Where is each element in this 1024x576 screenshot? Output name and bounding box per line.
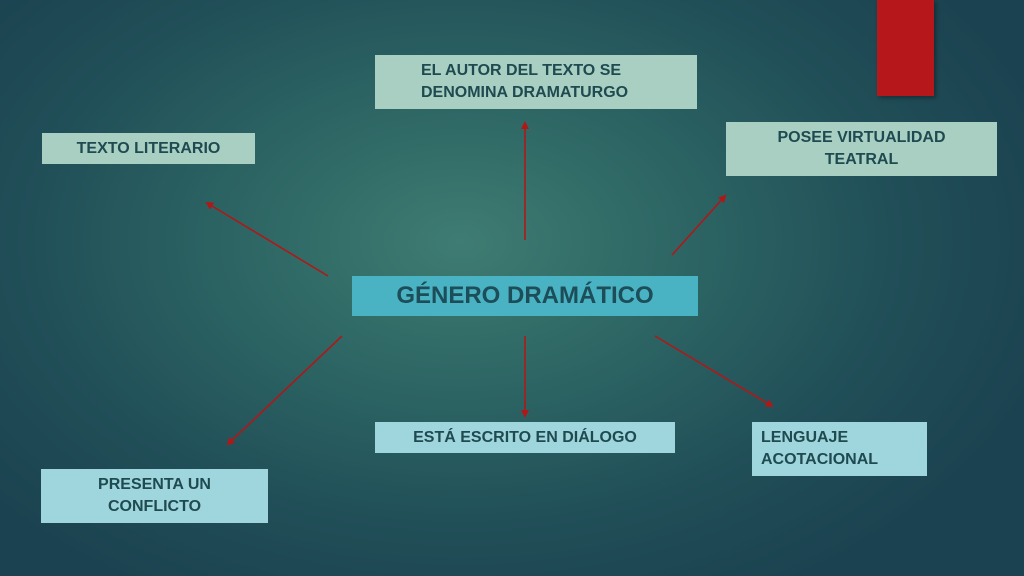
- arrow-to-acotacional: [654, 335, 774, 408]
- node-acotacional: LENGUAJE ACOTACIONAL: [752, 422, 927, 476]
- arrow-to-conflicto: [226, 335, 343, 446]
- arrow-to-texto-literario: [205, 201, 329, 277]
- node-texto-literario: TEXTO LITERARIO: [42, 133, 255, 164]
- node-virtualidad: POSEE VIRTUALIDAD TEATRAL: [726, 122, 997, 176]
- node-conflicto: PRESENTA UN CONFLICTO: [41, 469, 268, 523]
- node-genero-dramatico: GÉNERO DRAMÁTICO: [352, 276, 698, 316]
- node-autor: EL AUTOR DEL TEXTO SE DENOMINA DRAMATURG…: [375, 55, 697, 109]
- node-dialogo-label: ESTÁ ESCRITO EN DIÁLOGO: [413, 428, 637, 446]
- node-genero-dramatico-label: GÉNERO DRAMÁTICO: [396, 282, 654, 309]
- node-texto-literario-label: TEXTO LITERARIO: [76, 139, 221, 157]
- node-acotacional-label: LENGUAJE ACOTACIONAL: [761, 429, 879, 468]
- node-conflicto-label: PRESENTA UN CONFLICTO: [98, 476, 211, 515]
- node-autor-label: EL AUTOR DEL TEXTO SE DENOMINA DRAMATURG…: [421, 62, 629, 101]
- arrow-to-virtualidad: [671, 194, 727, 256]
- red-accent-tab: [877, 0, 934, 96]
- node-virtualidad-label: POSEE VIRTUALIDAD TEATRAL: [777, 129, 946, 168]
- node-dialogo: ESTÁ ESCRITO EN DIÁLOGO: [375, 422, 675, 453]
